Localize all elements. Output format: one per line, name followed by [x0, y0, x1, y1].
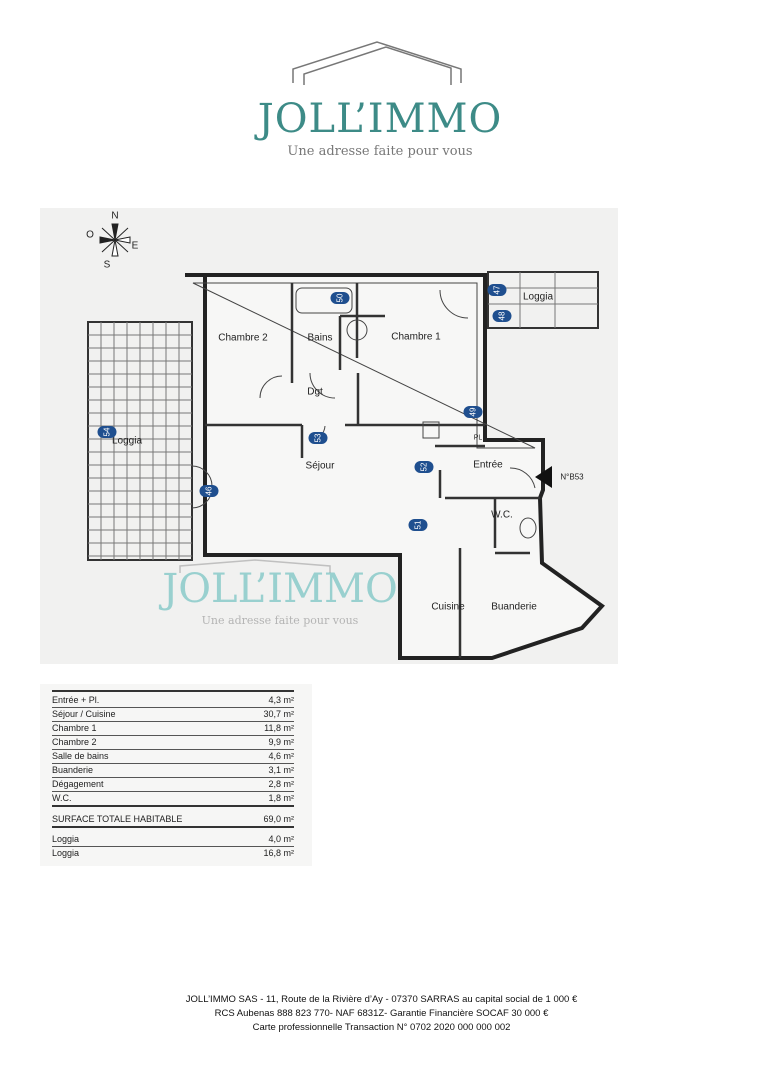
- logo-tagline: Une adresse faite pour vous: [287, 144, 473, 159]
- compass-west: O: [86, 229, 94, 241]
- surface-row: W.C.1,8 m²: [52, 793, 294, 807]
- watermark-tagline: Une adresse faite pour vous: [201, 614, 359, 627]
- photo-badge: 54: [97, 426, 117, 438]
- room-bains: Bains: [307, 332, 333, 344]
- room-entree: Entrée: [473, 459, 503, 471]
- room-chambre-1: Chambre 1: [391, 331, 441, 343]
- footer-line-card: Carte professionnelle Transaction N° 070…: [252, 1022, 511, 1033]
- room-buanderie: Buanderie: [491, 601, 537, 613]
- room-sejour: Séjour: [305, 460, 335, 472]
- interior-walls: [205, 283, 540, 658]
- room-wc: W.C.: [491, 509, 513, 521]
- room-loggia-right: Loggia: [522, 291, 554, 303]
- entrance-arrow-icon: [535, 466, 552, 488]
- photo-badge: 46: [199, 485, 219, 497]
- footer: JOLL’IMMO SAS - 11, Route de la Rivière …: [0, 993, 763, 1035]
- logo-title: JOLL’IMMO: [257, 96, 503, 142]
- watermark-roof-icon: [179, 559, 331, 573]
- apartment-outline: [185, 273, 605, 660]
- room-degagement: Dgt: [307, 386, 323, 398]
- floor-plan: N E S O Chambre 2 Bains Chambre 1 Dgt Sé…: [40, 208, 618, 664]
- placard-label: PL: [473, 434, 483, 442]
- door-swings: [191, 289, 536, 509]
- compass-icon: [99, 223, 131, 257]
- surface-row: Entrée + Pl.4,3 m²: [52, 695, 294, 708]
- room-chambre-2: Chambre 2: [218, 332, 268, 344]
- loggia-left-area: [87, 321, 193, 561]
- photo-badge: 47: [487, 284, 507, 296]
- roof-icon: [292, 41, 462, 85]
- photo-badge: 51: [408, 519, 428, 531]
- photo-badge: 53: [308, 432, 328, 444]
- footer-line-rcs: RCS Aubenas 888 823 770- NAF 6831Z- Gara…: [214, 1008, 549, 1019]
- floor-plan-drawing: [87, 223, 605, 660]
- entrance-label: N°B53: [560, 472, 584, 482]
- photo-badge: 52: [414, 461, 434, 473]
- photo-badge: 49: [463, 406, 483, 418]
- compass-north: N: [111, 210, 119, 222]
- company-logo: JOLL’IMMO Une adresse faite pour vous: [240, 38, 520, 163]
- room-loggia-left: Loggia: [111, 435, 143, 447]
- compass-east: E: [131, 240, 139, 252]
- watermark-title: JOLL’IMMO: [162, 566, 398, 612]
- footer-line-company: JOLL’IMMO SAS - 11, Route de la Rivière …: [185, 994, 578, 1005]
- room-cuisine: Cuisine: [431, 601, 465, 613]
- compass-south: S: [103, 259, 111, 271]
- photo-badge: 48: [492, 310, 512, 322]
- toilet-icon: [519, 517, 537, 539]
- photo-badge: 50: [330, 292, 350, 304]
- bathroom-fixtures: [295, 287, 537, 539]
